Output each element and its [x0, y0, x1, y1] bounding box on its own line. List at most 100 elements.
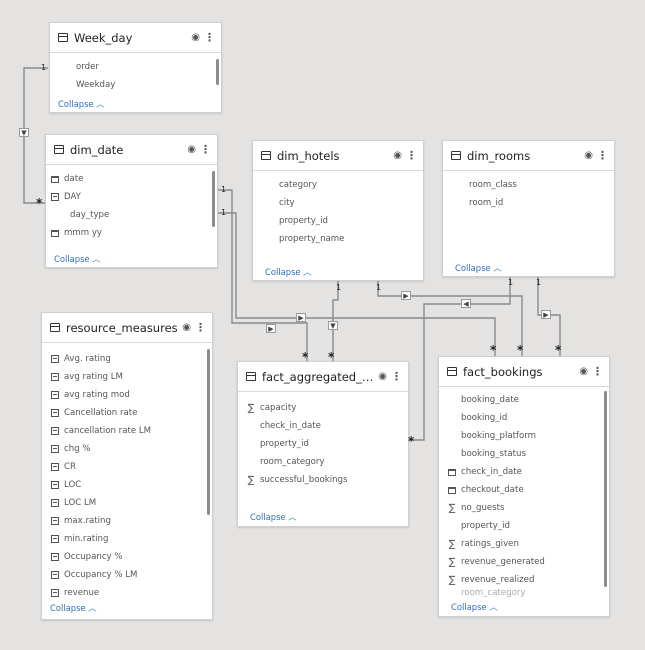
sigma-icon: ∑	[247, 474, 255, 486]
field-min-rating[interactable]: min.rating	[46, 530, 212, 548]
field-room-category[interactable]: room_category	[461, 589, 526, 597]
scrollbar[interactable]	[212, 171, 215, 227]
table-resource-measures[interactable]: resource_measures ◉ ⋮ Avg. rating avg ra…	[41, 312, 213, 620]
table-header[interactable]: resource_measures ◉ ⋮	[42, 313, 212, 343]
more-options-icon[interactable]: ⋮	[592, 365, 603, 378]
field-cancellation-rate[interactable]: Cancellation rate	[46, 404, 212, 422]
field-avg-rating-mod[interactable]: avg rating mod	[46, 386, 212, 404]
field-mmm-yy[interactable]: mmm yy	[46, 224, 217, 242]
field-capacity[interactable]: ∑capacity	[247, 402, 297, 414]
collapse-link[interactable]: Collapse ︿	[451, 602, 498, 612]
field-avg-rating[interactable]: Avg. rating	[46, 350, 212, 368]
field-max-rating[interactable]: max.rating	[46, 512, 212, 530]
field-avg-rating-lm[interactable]: avg rating LM	[46, 368, 212, 386]
more-options-icon[interactable]: ⋮	[597, 149, 608, 162]
field-revenue-generated[interactable]: ∑revenue_generated	[448, 556, 545, 568]
collapse-link[interactable]: Collapse ︿	[50, 603, 97, 613]
cardinality-one-marker: 1	[220, 185, 227, 194]
collapse-link[interactable]: Collapse ︿	[54, 254, 101, 264]
field-occupancy-pct-lm[interactable]: Occupancy % LM	[46, 566, 212, 584]
field-successful-bookings[interactable]: ∑successful_bookings	[247, 474, 348, 486]
field-checkout-date[interactable]: checkout_date	[443, 481, 609, 499]
field-loc[interactable]: LOC	[46, 476, 212, 494]
scrollbar[interactable]	[216, 59, 219, 85]
eye-icon[interactable]: ◉	[191, 32, 200, 43]
field-booking-date[interactable]: booking_date	[461, 395, 519, 405]
eye-icon[interactable]: ◉	[393, 150, 402, 161]
eye-icon[interactable]: ◉	[579, 366, 588, 377]
field-check-in-date[interactable]: check_in_date	[260, 421, 321, 431]
field-check-in-date[interactable]: check_in_date	[443, 463, 609, 481]
field-property-id[interactable]: property_id	[260, 439, 309, 449]
field-order[interactable]: order	[76, 62, 99, 72]
table-header[interactable]: dim_hotels ◉ ⋮	[253, 141, 423, 171]
eye-icon[interactable]: ◉	[584, 150, 593, 161]
field-booking-status[interactable]: booking_status	[461, 449, 526, 459]
scrollbar[interactable]	[604, 391, 607, 587]
collapse-link[interactable]: Collapse ︿	[58, 99, 105, 109]
table-icon	[261, 151, 271, 160]
field-chg-pct[interactable]: chg %	[46, 440, 212, 458]
field-property-id[interactable]: property_id	[279, 216, 328, 226]
eye-icon[interactable]: ◉	[187, 144, 196, 155]
eye-icon[interactable]: ◉	[182, 322, 191, 333]
table-dim-hotels[interactable]: dim_hotels ◉ ⋮ category city property_id…	[252, 140, 424, 281]
field-weekday[interactable]: Weekday	[76, 80, 116, 90]
more-options-icon[interactable]: ⋮	[406, 149, 417, 162]
scrollbar[interactable]	[207, 349, 210, 515]
field-day-type[interactable]: day_type	[70, 210, 110, 220]
field-loc-lm[interactable]: LOC LM	[46, 494, 212, 512]
field-list: date DAY day_type mmm yy	[46, 165, 217, 242]
sigma-icon: ∑	[448, 556, 456, 568]
collapse-link[interactable]: Collapse ︿	[265, 267, 312, 277]
more-options-icon[interactable]: ⋮	[195, 321, 206, 334]
table-fact-bookings[interactable]: fact_bookings ◉ ⋮ booking_date booking_i…	[438, 356, 610, 617]
table-icon	[451, 151, 461, 160]
field-revenue-realized[interactable]: ∑revenue_realized	[448, 574, 535, 586]
sigma-icon: ∑	[247, 402, 255, 414]
calculator-icon	[51, 571, 59, 579]
table-week-day[interactable]: Week_day ◉ ⋮ order Weekday Collapse ︿	[49, 22, 222, 113]
field-booking-id[interactable]: booking_id	[461, 413, 508, 423]
collapse-link[interactable]: Collapse ︿	[250, 512, 297, 522]
table-header[interactable]: fact_aggregated_boo... ◉ ⋮	[238, 362, 408, 392]
field-day[interactable]: DAY	[46, 188, 217, 206]
field-cr[interactable]: CR	[46, 458, 212, 476]
field-room-id[interactable]: room_id	[469, 198, 504, 208]
field-occupancy-pct[interactable]: Occupancy %	[46, 548, 212, 566]
calculator-icon	[51, 463, 59, 471]
field-no-guests[interactable]: ∑no_guests	[448, 502, 505, 514]
table-header[interactable]: dim_rooms ◉ ⋮	[443, 141, 614, 171]
table-header[interactable]: dim_date ◉ ⋮	[46, 135, 217, 165]
field-revenue[interactable]: revenue	[46, 584, 212, 602]
filter-direction-left-icon: ◀	[461, 299, 471, 308]
table-fact-aggregated-bookings[interactable]: fact_aggregated_boo... ◉ ⋮ ∑capacity che…	[237, 361, 409, 527]
more-options-icon[interactable]: ⋮	[200, 143, 211, 156]
sigma-icon: ∑	[448, 538, 456, 550]
field-room-category[interactable]: room_category	[260, 457, 325, 467]
field-room-class[interactable]: room_class	[469, 180, 517, 190]
collapse-link[interactable]: Collapse ︿	[455, 263, 502, 273]
table-icon	[54, 145, 64, 154]
table-dim-date[interactable]: dim_date ◉ ⋮ date DAY day_type mmm yy Co…	[45, 134, 218, 268]
calendar-icon	[51, 229, 59, 237]
table-title: fact_bookings	[463, 364, 543, 379]
table-dim-rooms[interactable]: dim_rooms ◉ ⋮ room_class room_id Collaps…	[442, 140, 615, 277]
field-property-name[interactable]: property_name	[279, 234, 345, 244]
field-ratings-given[interactable]: ∑ratings_given	[448, 538, 519, 550]
table-header[interactable]: Week_day ◉ ⋮	[50, 23, 221, 53]
cardinality-one-marker: 1	[335, 283, 342, 292]
more-options-icon[interactable]: ⋮	[204, 31, 215, 44]
field-category[interactable]: category	[279, 180, 317, 190]
field-property-id[interactable]: property_id	[461, 521, 510, 531]
table-title: dim_rooms	[467, 148, 531, 163]
eye-icon[interactable]: ◉	[378, 371, 387, 382]
field-booking-platform[interactable]: booking_platform	[461, 431, 537, 441]
field-date[interactable]: date	[46, 170, 217, 188]
more-options-icon[interactable]: ⋮	[391, 370, 402, 383]
field-city[interactable]: city	[279, 198, 295, 208]
field-cancellation-rate-lm[interactable]: cancellation rate LM	[46, 422, 212, 440]
calendar-icon	[448, 468, 456, 476]
table-header[interactable]: fact_bookings ◉ ⋮	[439, 357, 609, 387]
